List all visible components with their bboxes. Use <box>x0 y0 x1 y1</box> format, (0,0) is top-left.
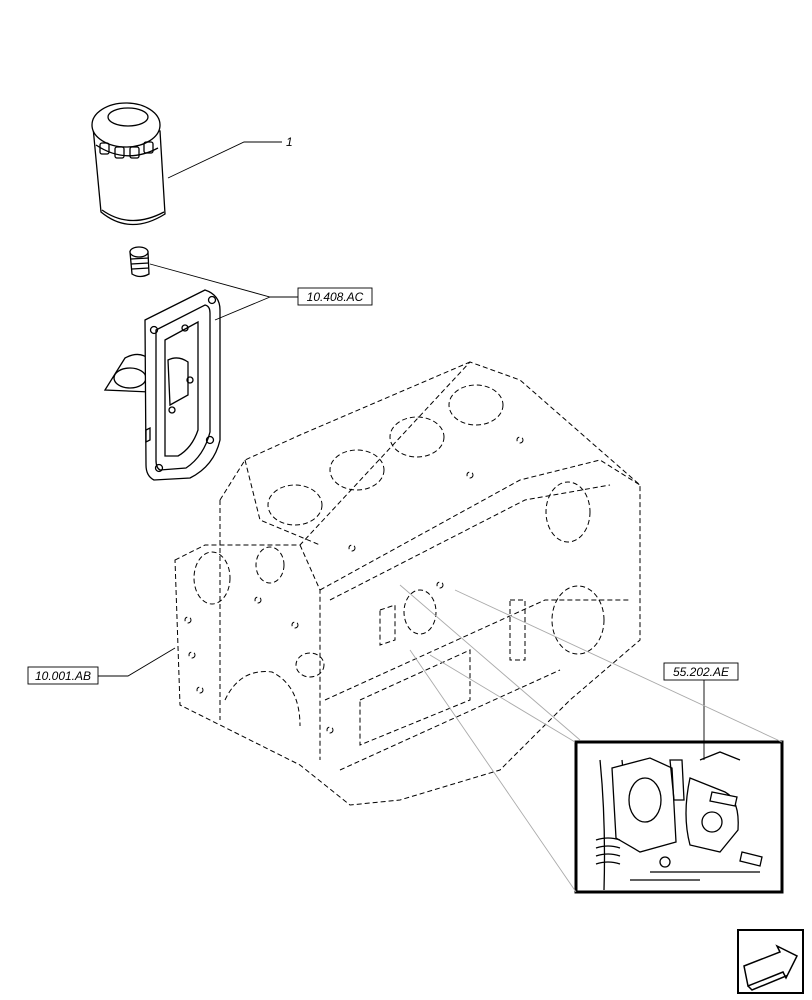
oil-filter-support[interactable] <box>103 289 221 481</box>
callout-10-408-ac-text: 10.408.AC <box>307 290 364 304</box>
callout-10-001-ab[interactable]: 10.001.AB <box>27 666 99 685</box>
leader-lines <box>98 141 783 893</box>
callout-10-408-ac[interactable]: 10.408.AC <box>297 287 373 306</box>
detail-inset <box>574 740 784 894</box>
callout-10-001-ab-text: 10.001.AB <box>35 669 91 683</box>
engine-block-outline <box>174 361 641 806</box>
threaded-nipple[interactable] <box>129 246 150 278</box>
callout-55-202-ae-text: 55.202.AE <box>673 665 730 679</box>
next-page-arrow-icon[interactable] <box>737 929 804 994</box>
callout-1-text: 1 <box>286 135 293 149</box>
callout-55-202-ae[interactable]: 55.202.AE <box>663 662 739 681</box>
block-bolt-holes <box>184 436 524 734</box>
oil-filter-cartridge[interactable] <box>91 102 166 226</box>
callout-1[interactable]: 1 <box>286 135 293 149</box>
